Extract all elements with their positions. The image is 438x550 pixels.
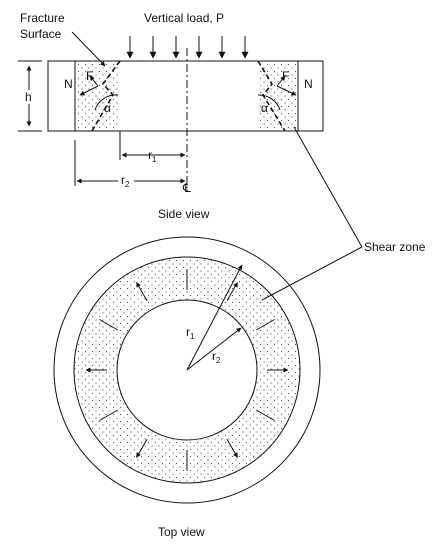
shear-inner-circle	[116, 299, 258, 441]
shear-leader-top	[261, 246, 363, 301]
right-normal-arrow	[276, 85, 297, 96]
top-r2-label: r2	[212, 349, 221, 365]
left-F-label: F	[86, 69, 93, 83]
shear-leader-side	[293, 126, 363, 248]
radial-arrow	[99, 319, 118, 331]
top-view: r1 r2 Top view	[53, 236, 321, 539]
load-arrows	[126, 36, 249, 59]
top-r1-label: r1	[186, 325, 195, 341]
left-alpha-arc	[94, 94, 119, 111]
shear-outer-circle	[73, 256, 301, 484]
right-fracture-line	[257, 60, 286, 132]
right-force-arrow	[276, 75, 286, 87]
left-normal-arrow	[79, 85, 99, 96]
r1-radius-arrow	[186, 264, 243, 371]
left-fracture-line	[91, 60, 121, 132]
radial-arrow	[256, 409, 275, 421]
radial-arrow	[136, 282, 148, 301]
side-view: Vertical load, P Fracture Surface N F	[18, 11, 324, 221]
shear-zone-callout: Shear zone	[261, 126, 426, 301]
radial-arrow	[99, 409, 118, 421]
fracture-label-line1: Fracture	[20, 11, 65, 25]
left-alpha-label: α	[104, 101, 111, 115]
top-view-label: Top view	[158, 525, 205, 539]
left-shear-zone	[75, 61, 120, 131]
vertical-load-label: Vertical load, P	[144, 11, 224, 25]
left-N-label: N	[64, 77, 73, 91]
top-shear-zone	[74, 257, 301, 484]
radial-arrows	[85, 269, 289, 471]
radial-arrow	[226, 282, 238, 301]
right-F-label: F	[282, 69, 289, 83]
right-alpha-label: α	[261, 101, 268, 115]
right-alpha-arc	[257, 94, 281, 111]
radial-arrow	[136, 439, 148, 458]
left-force-arrow	[89, 75, 99, 87]
fracture-leader	[71, 31, 106, 67]
centerline-symbol: ℄	[182, 181, 191, 195]
outer-ring	[53, 236, 321, 504]
right-N-label: N	[304, 77, 313, 91]
side-body	[47, 60, 324, 132]
r1-label: r1	[148, 148, 157, 164]
side-view-label: Side view	[158, 207, 210, 221]
radial-arrow	[256, 319, 275, 331]
r2-radius-arrow	[186, 327, 242, 371]
radial-arrow	[226, 439, 238, 458]
shear-zone-label: Shear zone	[364, 240, 426, 254]
r2-label: r2	[121, 173, 130, 189]
fracture-label-line2: Surface	[20, 27, 62, 41]
h-label: h	[25, 90, 32, 104]
